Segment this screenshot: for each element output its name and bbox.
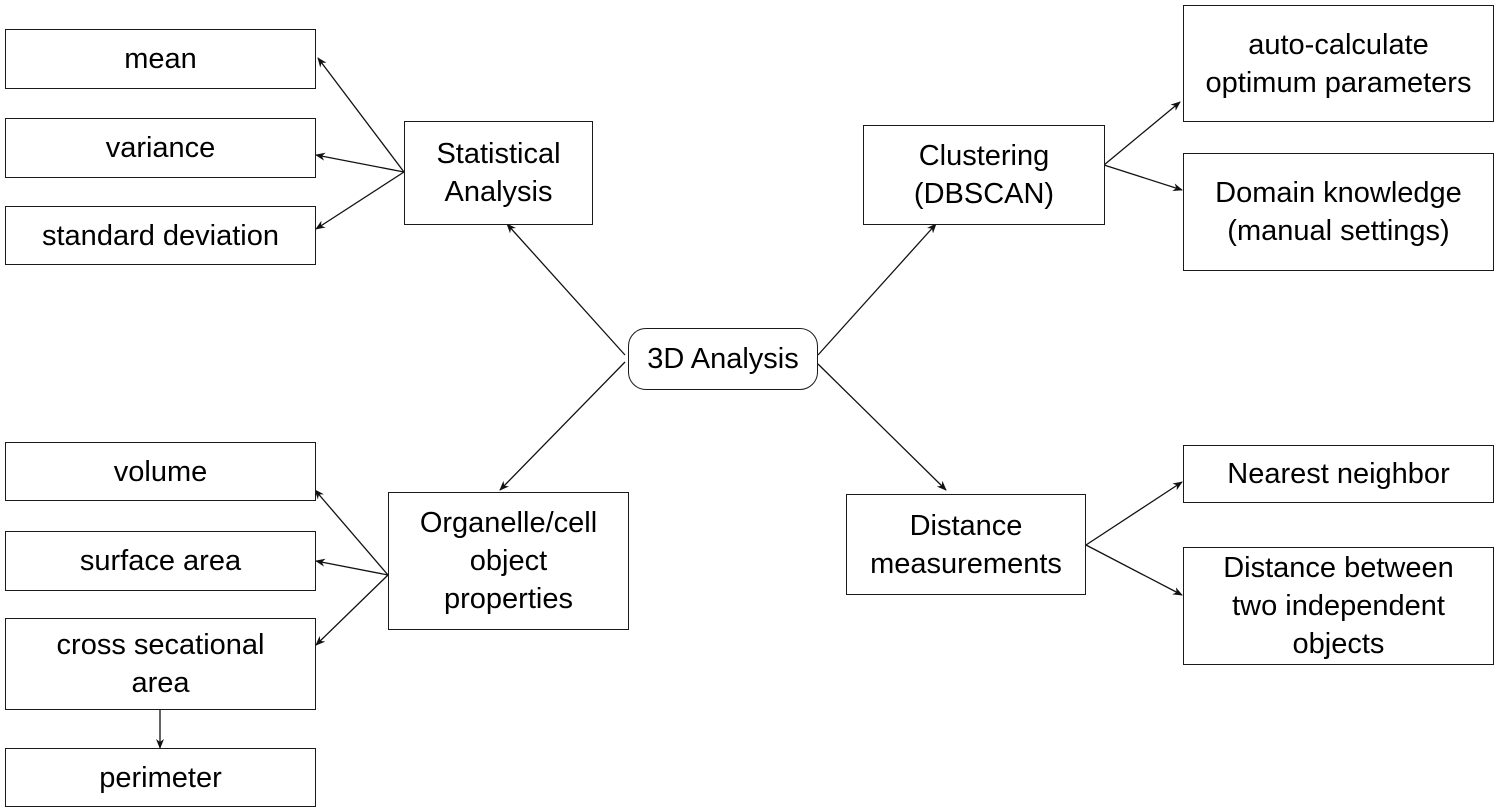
node-variance: variance	[5, 118, 316, 178]
node-cross-sectional-area: cross secational area	[5, 618, 316, 710]
node-nearest-neighbor: Nearest neighbor	[1183, 445, 1494, 503]
node-surface-area: surface area	[5, 531, 316, 591]
node-perimeter-label: perimeter	[99, 761, 222, 794]
node-cross-sectional-area-label: cross secational area	[56, 629, 265, 699]
node-domain-knowledge-label: Domain knowledge (manual settings)	[1215, 177, 1462, 247]
center-node-3d-analysis: 3D Analysis	[628, 328, 818, 390]
node-organelle-properties: Organelle/cell object properties	[388, 492, 629, 630]
arrow-to-surface-area	[315, 558, 389, 576]
arrow-to-mean	[317, 57, 405, 173]
node-standard-deviation-label: standard deviation	[42, 219, 279, 252]
node-auto-calculate: auto-calculate optimum parameters	[1183, 5, 1494, 122]
arrow-center-to-clustering	[817, 223, 937, 356]
arrow-to-auto-calculate	[1103, 101, 1181, 166]
node-statistical-analysis-label: Statistical Analysis	[436, 138, 561, 208]
node-volume: volume	[5, 442, 316, 501]
arrow-center-to-statistical	[506, 223, 626, 356]
node-distance-between-label: Distance between two independent objects	[1223, 552, 1454, 660]
arrow-center-to-distance	[817, 363, 947, 491]
arrow-to-cross-sectional-area	[315, 574, 389, 646]
node-mean: mean	[5, 29, 316, 89]
node-distance-measurements-label: Distance measurements	[870, 509, 1062, 580]
node-clustering: Clustering (DBSCAN)	[863, 125, 1105, 225]
node-mean-label: mean	[124, 43, 197, 75]
arrow-to-distance-between	[1085, 544, 1183, 596]
node-organelle-properties-label: Organelle/cell object properties	[419, 507, 598, 615]
node-statistical-analysis: Statistical Analysis	[404, 121, 593, 225]
arrow-to-variance	[315, 152, 405, 173]
node-nearest-neighbor-label: Nearest neighbor	[1227, 458, 1450, 490]
node-distance-measurements: Distance measurements	[846, 494, 1086, 595]
node-clustering-label: Clustering (DBSCAN)	[913, 140, 1055, 210]
arrow-to-standard-deviation	[315, 171, 405, 230]
arrow-center-to-organelle	[499, 361, 626, 491]
node-auto-calculate-label: auto-calculate optimum parameters	[1205, 28, 1472, 99]
node-distance-between: Distance between two independent objects	[1183, 547, 1494, 665]
node-perimeter: perimeter	[5, 748, 316, 807]
node-volume-label: volume	[113, 455, 208, 488]
center-node-label: 3D Analysis	[647, 343, 799, 375]
arrow-to-nearest-neighbor	[1085, 481, 1183, 546]
node-standard-deviation: standard deviation	[5, 206, 316, 265]
node-variance-label: variance	[105, 132, 216, 164]
arrow-to-volume	[314, 489, 389, 576]
node-surface-area-label: surface area	[79, 545, 242, 577]
arrow-to-domain-knowledge	[1103, 164, 1183, 192]
node-domain-knowledge: Domain knowledge (manual settings)	[1183, 153, 1494, 271]
